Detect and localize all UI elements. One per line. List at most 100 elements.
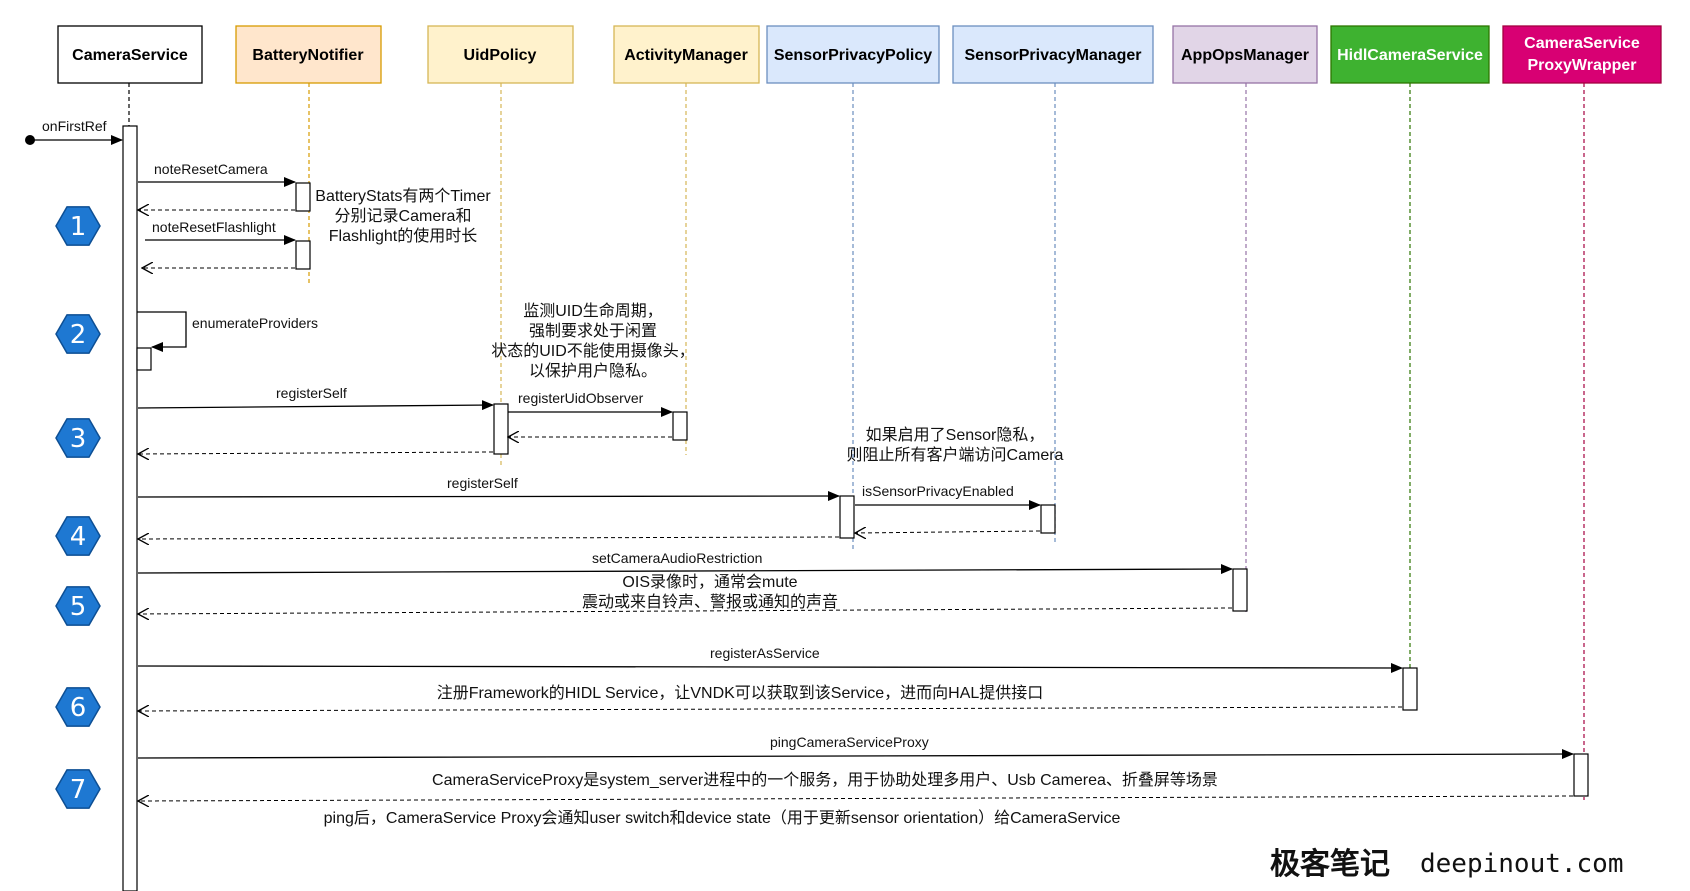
step-badge-hexagon: [55, 516, 101, 556]
message-label: onFirstRef: [42, 118, 107, 134]
participant-sensor-privacy-manager: SensorPrivacyManager: [952, 25, 1154, 84]
step-badge-7: 7: [55, 769, 101, 809]
step-badge-number: 5: [70, 592, 87, 622]
note-hidl-service: 注册Framework的HIDL Service，让VNDK可以获取到该Serv…: [437, 684, 1044, 702]
step-badge-4: 4: [55, 516, 101, 556]
message-label: registerUidObserver: [518, 390, 644, 406]
participant-activity-manager: ActivityManager: [613, 25, 760, 84]
self-call-arrow: [137, 311, 187, 352]
step-badge-hexagon: [55, 769, 101, 809]
message-arrow: [137, 749, 1574, 760]
return-arrow: [138, 607, 1233, 614]
svg-text:以保护用户隐私。: 以保护用户隐私。: [529, 362, 657, 380]
activation-battery-notifier-2: [295, 240, 311, 270]
participants: CameraService BatteryNotifier UidPolicy …: [57, 25, 1662, 84]
step-badge-hexagon: [55, 586, 101, 626]
step-badge-2: 2: [55, 314, 101, 354]
message-label: isSensorPrivacyEnabled: [862, 483, 1014, 499]
participant-hidl-camera-service: HidlCameraService: [1330, 25, 1490, 84]
activation-camera-service-proxy-wrapper: [1573, 753, 1589, 797]
participant-battery-notifier: BatteryNotifier: [235, 25, 382, 84]
svg-text:强制要求处于闲置: 强制要求处于闲置: [529, 322, 657, 340]
svg-text:CameraService: CameraService: [1524, 35, 1640, 52]
svg-text:震动或来自铃声、警报或通知的声音: 震动或来自铃声、警报或通知的声音: [582, 593, 838, 611]
step-badge-number: 7: [70, 775, 87, 805]
message-arrow: [137, 662, 1403, 673]
svg-text:极客笔记: 极客笔记: [1270, 847, 1390, 882]
message-label: registerAsService: [710, 645, 820, 661]
step-badge-number: 3: [70, 424, 87, 454]
message-label: pingCameraServiceProxy: [770, 734, 929, 750]
step-badge-5: 5: [55, 586, 101, 626]
participant-sensor-privacy-policy: SensorPrivacyPolicy: [766, 25, 940, 84]
return-arrow: [138, 452, 494, 454]
svg-text:CameraService: CameraService: [72, 47, 188, 64]
svg-text:UidPolicy: UidPolicy: [464, 47, 537, 64]
notes: BatteryStats有两个Timer 分别记录Camera和 Flashli…: [315, 187, 1218, 827]
svg-text:ProxyWrapper: ProxyWrapper: [1527, 57, 1636, 74]
step-badge-hexagon: [55, 314, 101, 354]
svg-text:则阻止所有客户端访问Camera: 则阻止所有客户端访问Camera: [847, 446, 1064, 464]
message-label: registerSelf: [276, 385, 347, 401]
activation-uid-policy: [493, 403, 509, 455]
activation-bars: [122, 125, 1589, 891]
message-arrow: [137, 491, 840, 502]
step-badge-number: 1: [70, 212, 87, 242]
svg-text:BatteryStats有两个Timer: BatteryStats有两个Timer: [315, 187, 491, 205]
message-label: enumerateProviders: [192, 315, 318, 331]
activation-appops-manager: [1232, 568, 1248, 612]
return-arrow: [855, 531, 1041, 533]
svg-text:AppOpsManager: AppOpsManager: [1181, 47, 1309, 64]
note-battery-stats: BatteryStats有两个Timer 分别记录Camera和 Flashli…: [315, 187, 491, 245]
message-label: setCameraAudioRestriction: [592, 550, 762, 566]
step-badge-1: 1: [55, 206, 101, 246]
svg-text:分别记录Camera和: 分别记录Camera和: [335, 207, 472, 225]
message-label: noteResetCamera: [154, 161, 268, 177]
return-arrow: [138, 537, 840, 539]
messages: onFirstRef noteResetCamera noteResetFlas…: [25, 118, 1574, 801]
step-badge-6: 6: [55, 687, 101, 727]
svg-text:Flashlight的使用时长: Flashlight的使用时长: [329, 227, 477, 245]
svg-text:ActivityManager: ActivityManager: [624, 47, 748, 64]
step-badge-number: 2: [70, 320, 87, 350]
message-label: noteResetFlashlight: [152, 219, 276, 235]
svg-text:如果启用了Sensor隐私，: 如果启用了Sensor隐私，: [866, 426, 1045, 444]
activation-hidl-camera-service: [1402, 667, 1418, 711]
svg-text:OIS录像时，通常会mute: OIS录像时，通常会mute: [622, 573, 797, 591]
step-badge-number: 6: [70, 693, 87, 723]
note-uid-policy: 监测UID生命周期， 强制要求处于闲置 状态的UID不能使用摄像头， 以保护用户…: [491, 302, 695, 380]
svg-text:状态的UID不能使用摄像头，: 状态的UID不能使用摄像头，: [491, 342, 695, 360]
svg-text:监测UID生命周期，: 监测UID生命周期，: [523, 302, 663, 320]
note-camera-service-proxy: CameraServiceProxy是system_server进程中的一个服务…: [432, 771, 1218, 789]
activation-enumerate-providers: [136, 347, 152, 371]
svg-text:SensorPrivacyManager: SensorPrivacyManager: [965, 47, 1142, 64]
step-badge-number: 4: [70, 522, 87, 552]
activation-camera-service: [122, 125, 138, 891]
activation-activity-manager: [672, 411, 688, 441]
message-arrow: [137, 400, 494, 411]
note-appops: OIS录像时，通常会mute 震动或来自铃声、警报或通知的声音: [582, 573, 838, 611]
participant-uid-policy: UidPolicy: [427, 25, 574, 84]
note-sensor-privacy: 如果启用了Sensor隐私， 则阻止所有客户端访问Camera: [847, 426, 1064, 464]
step-badge-hexagon: [55, 687, 101, 727]
svg-text:SensorPrivacyPolicy: SensorPrivacyPolicy: [774, 47, 932, 64]
participant-camera-service-proxy-wrapper: CameraService ProxyWrapper: [1502, 25, 1662, 84]
return-arrow: [138, 796, 1574, 801]
activation-sensor-privacy-policy: [839, 495, 855, 539]
step-badges: 1 2 3 4 5 6 7: [55, 206, 101, 809]
return-arrow: [138, 707, 1403, 711]
participant-appops-manager: AppOpsManager: [1172, 25, 1318, 84]
svg-text:HidlCameraService: HidlCameraService: [1337, 47, 1483, 64]
svg-text:deepinout.com: deepinout.com: [1420, 849, 1624, 879]
participant-camera-service: CameraService: [57, 25, 203, 84]
step-badge-hexagon: [55, 418, 101, 458]
message-label: registerSelf: [447, 475, 518, 491]
message-arrow: [137, 564, 1233, 575]
step-badge-3: 3: [55, 418, 101, 458]
activation-sensor-privacy-manager: [1040, 504, 1056, 534]
activation-battery-notifier-1: [295, 182, 311, 212]
svg-text:BatteryNotifier: BatteryNotifier: [252, 47, 363, 64]
note-ping: ping后，CameraService Proxy会通知user switch和…: [324, 809, 1121, 827]
watermark: 极客笔记 deepinout.com: [1270, 847, 1624, 882]
